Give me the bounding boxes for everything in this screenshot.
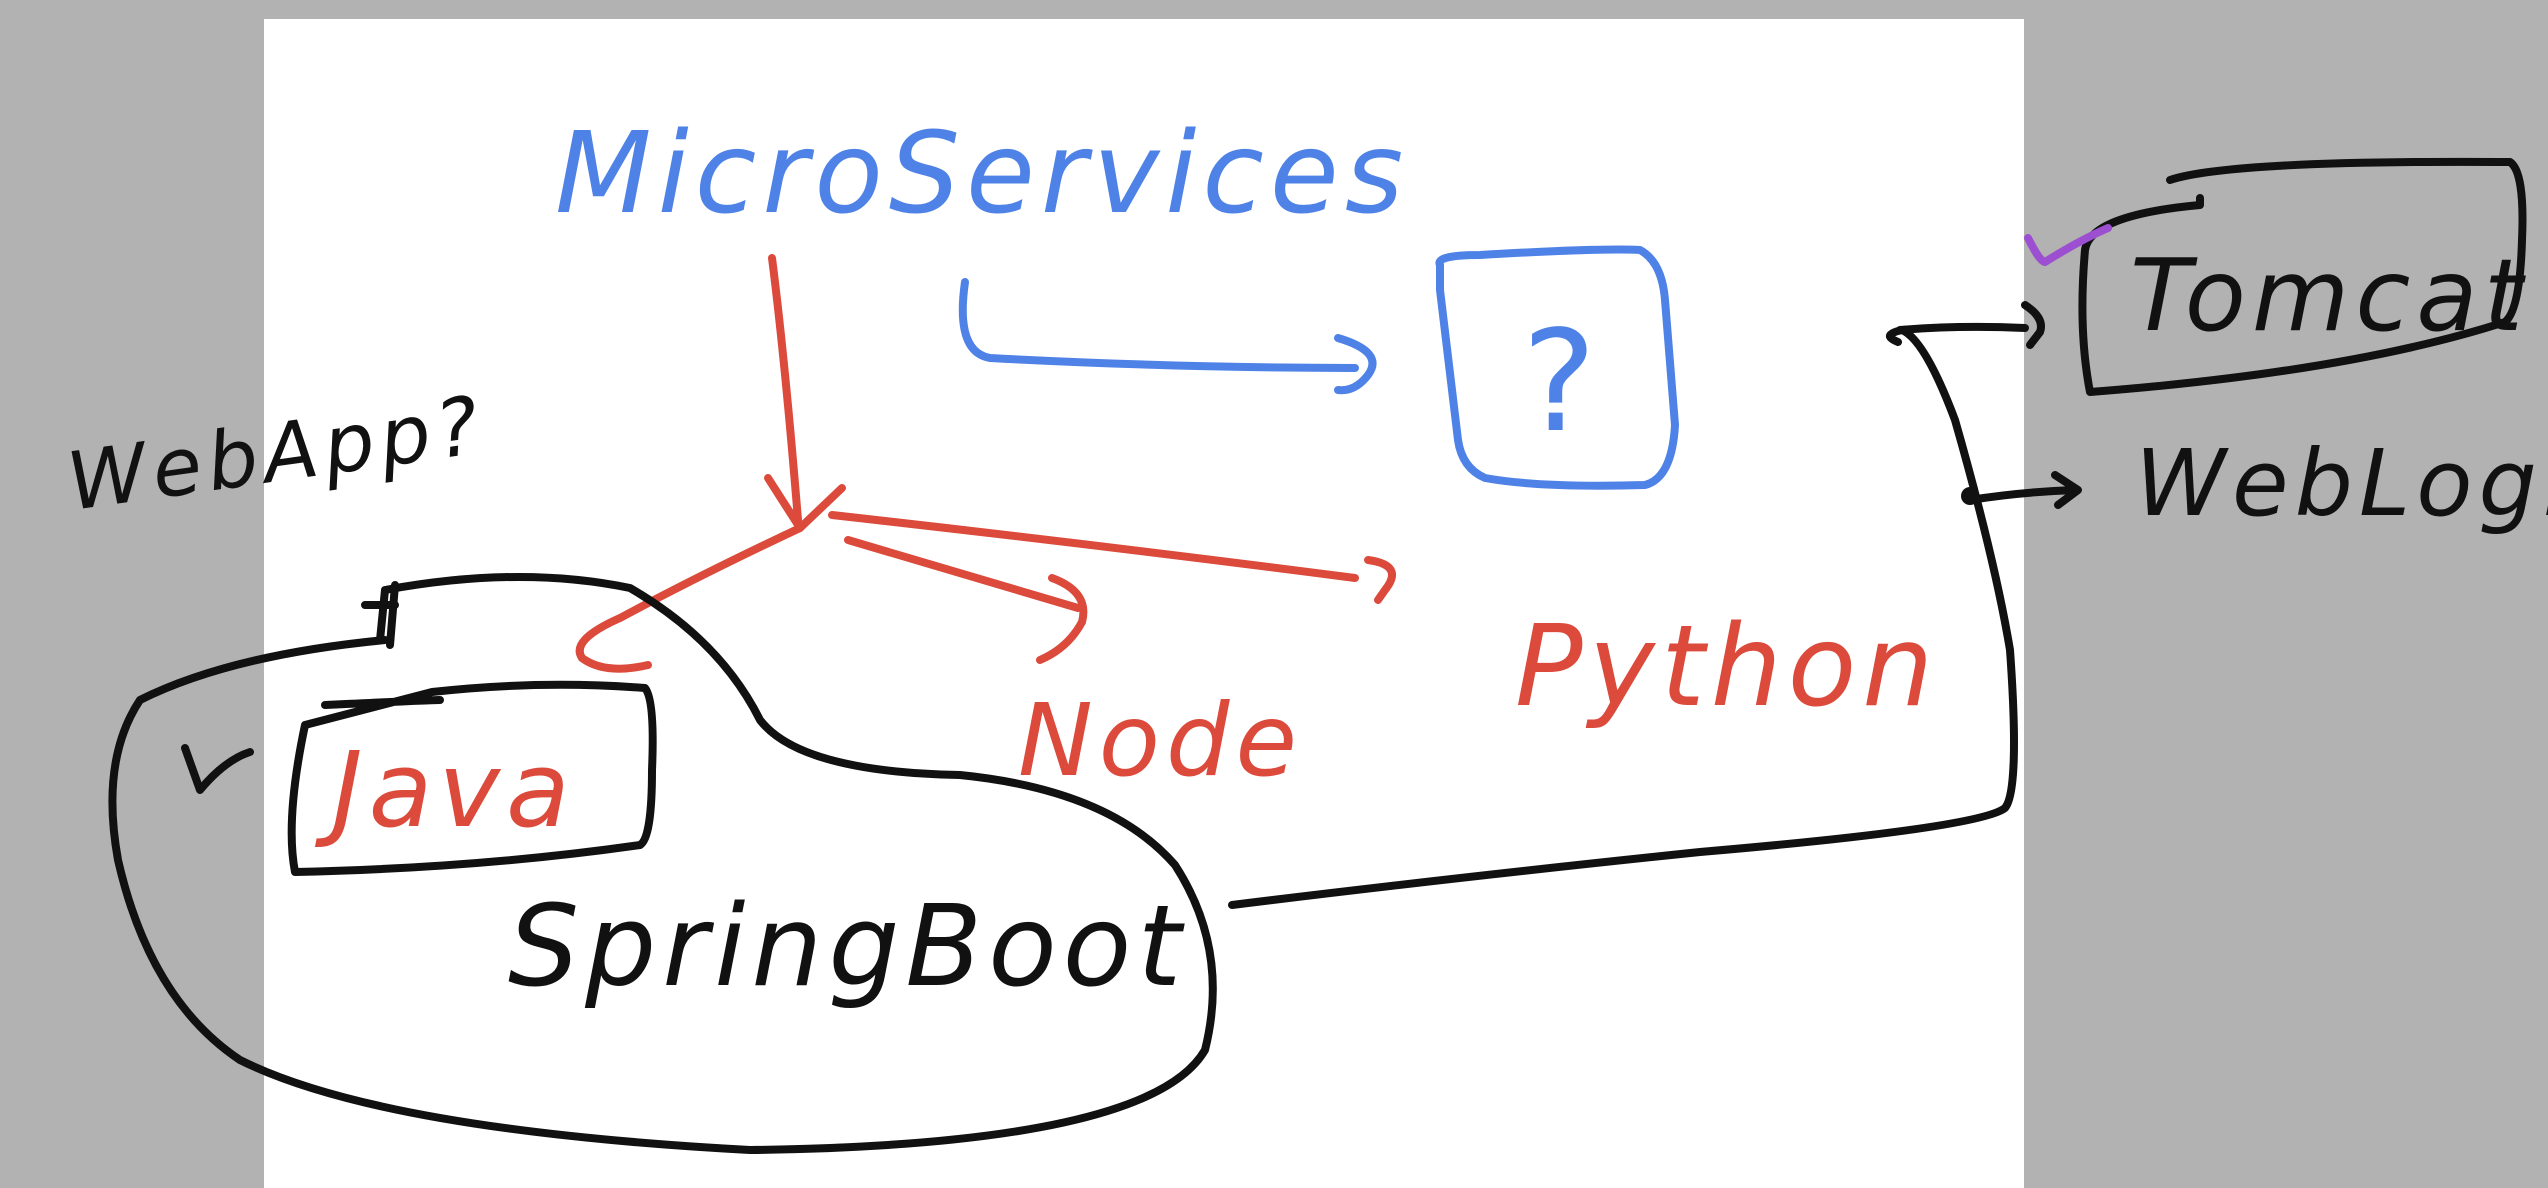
arrow-to-node bbox=[844, 536, 1088, 664]
label-python: Python bbox=[1515, 602, 1939, 732]
connector-springboot-servers bbox=[1228, 326, 2018, 909]
arrow-to-unknown bbox=[958, 278, 1377, 395]
java-box bbox=[287, 680, 657, 876]
label-tomcat: Tomcat bbox=[2130, 237, 2529, 354]
arrow-to-weblogic bbox=[1966, 471, 2082, 509]
arrow-to-tomcat bbox=[1896, 301, 2045, 349]
arrow-microservices-down bbox=[764, 254, 846, 532]
arrow-to-java bbox=[575, 524, 804, 673]
springboot-connector-tick bbox=[361, 581, 399, 649]
arrow-to-python bbox=[828, 511, 1396, 604]
label-webapp-question: WebApp? bbox=[62, 378, 491, 529]
unknown-box bbox=[1435, 245, 1679, 490]
label-springboot: SpringBoot bbox=[508, 882, 1187, 1012]
branch-dot bbox=[1961, 487, 1979, 505]
tomcat-check-icon bbox=[2024, 224, 2112, 266]
whiteboard-page bbox=[264, 19, 2024, 1188]
label-java: Java bbox=[314, 729, 576, 851]
java-check-icon bbox=[181, 744, 254, 794]
label-node: Node bbox=[1018, 682, 1303, 799]
unknown-question-mark: ? bbox=[1522, 301, 1596, 464]
springboot-boundary bbox=[108, 573, 1217, 1154]
title-microservices: MicroServices bbox=[555, 109, 1409, 239]
label-weblogic: WebLogic bbox=[2135, 430, 2548, 537]
tomcat-box bbox=[2078, 157, 2527, 396]
